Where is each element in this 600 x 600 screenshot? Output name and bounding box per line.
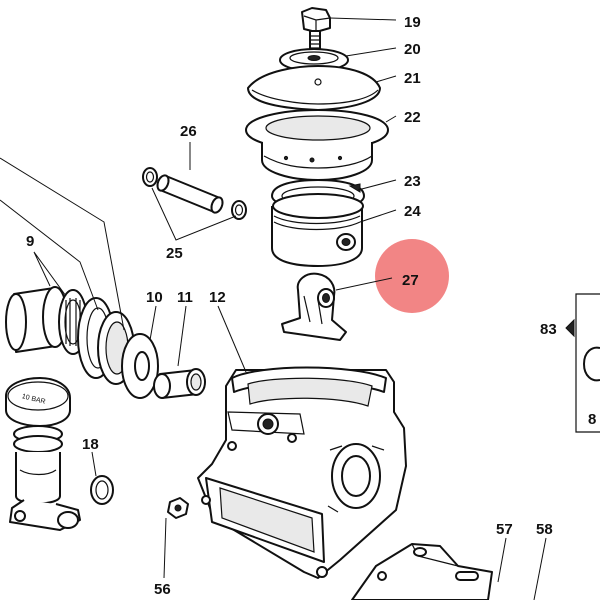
callout-21: 21	[404, 70, 421, 87]
callout-labels: 19 20 21 22 23 24 26 25 9 10 11 12 27 83…	[26, 14, 596, 598]
bearing-assembly-part[interactable]	[5, 286, 88, 355]
highlight-marker	[375, 239, 449, 313]
piston-pin-part[interactable]	[155, 174, 224, 215]
oil-reservoir-part[interactable]	[9, 425, 81, 531]
callout-9: 9	[26, 233, 34, 250]
callout-83: 83	[540, 321, 557, 338]
callout-19: 19	[404, 14, 421, 31]
cover-plate-part[interactable]	[247, 65, 381, 111]
bushing-part[interactable]	[153, 368, 206, 399]
callout-22: 22	[404, 109, 421, 126]
flange-housing-part[interactable]	[245, 109, 389, 181]
callout-56: 56	[154, 581, 171, 598]
thrust-washer-part[interactable]	[121, 333, 159, 399]
callout-24: 24	[404, 203, 421, 220]
callout-58: 58	[536, 521, 553, 538]
piston-part[interactable]	[271, 193, 364, 267]
nut-part[interactable]	[167, 497, 189, 519]
callout-27: 27	[402, 272, 419, 289]
pin-circlip-left[interactable]	[142, 167, 158, 187]
callout-12: 12	[209, 289, 226, 306]
callout-11: 11	[177, 289, 193, 306]
bracket-part[interactable]	[281, 272, 347, 341]
assembly-guide-lines	[0, 157, 125, 331]
pump-body-part[interactable]	[197, 366, 407, 579]
callout-57: 57	[496, 521, 513, 538]
detail-inset-frame	[565, 293, 600, 433]
mounting-bracket-part[interactable]	[351, 543, 493, 600]
callout-25: 25	[166, 245, 183, 262]
callout-20: 20	[404, 41, 421, 58]
callout-18: 18	[82, 436, 99, 453]
callout-23: 23	[404, 173, 421, 190]
callout-26: 26	[180, 123, 197, 140]
hex-bolt-part[interactable]	[301, 7, 331, 54]
leader-lines	[33, 17, 547, 600]
callout-8-partial: 8	[588, 411, 596, 428]
pin-circlip-right[interactable]	[231, 200, 247, 220]
callout-10: 10	[146, 289, 163, 306]
o-ring-part[interactable]	[90, 475, 114, 505]
oil-cap-part[interactable]: 10 BAR	[5, 377, 71, 427]
